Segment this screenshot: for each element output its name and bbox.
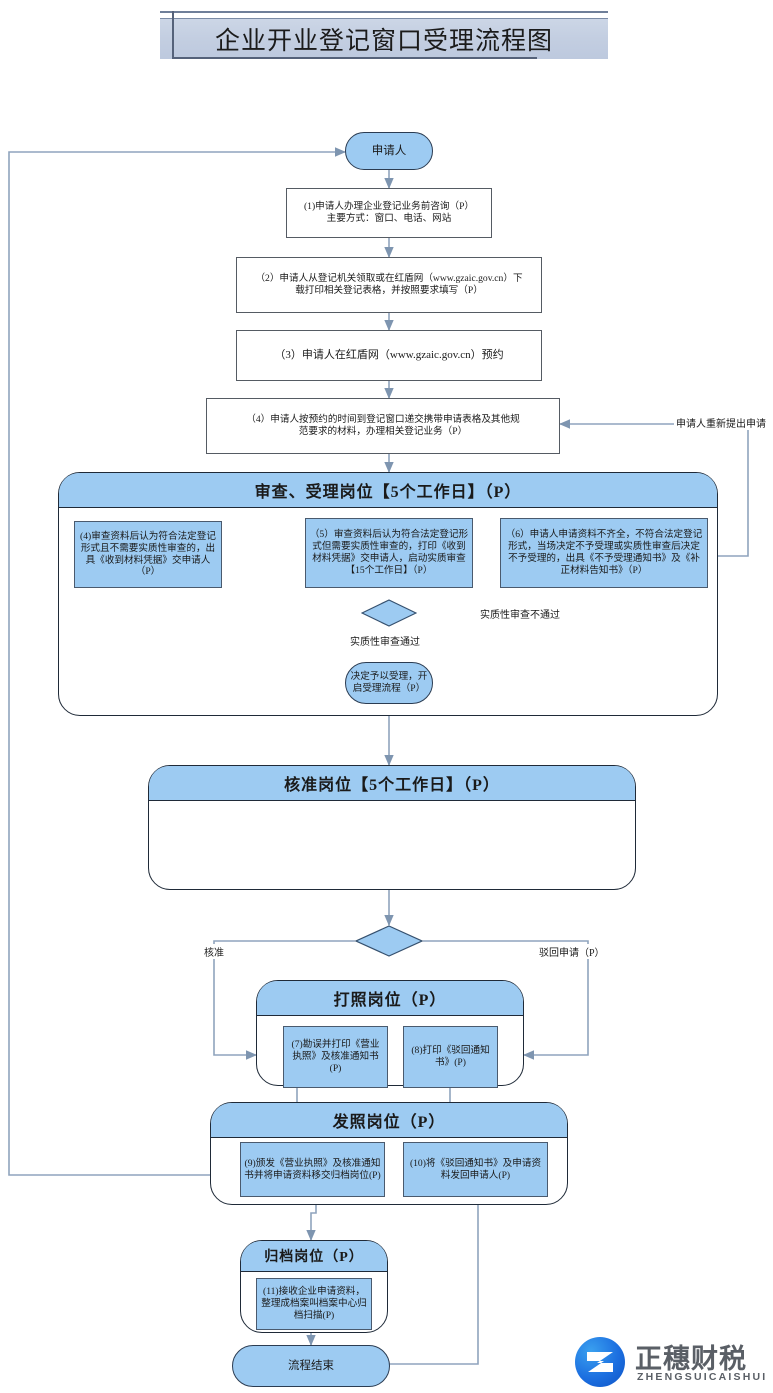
page-title-band: 企业开业登记窗口受理流程图 bbox=[160, 18, 608, 59]
edge-label-rejected: 驳回申请（P） bbox=[537, 944, 607, 959]
node-applicant[interactable]: 申请人 bbox=[345, 132, 433, 170]
title-rule-left bbox=[172, 11, 174, 58]
step-1-line-2: 主要方式：窗口、电话、网站 bbox=[326, 213, 452, 224]
decision-approval[interactable] bbox=[354, 925, 424, 957]
swimlane-approve-header: 核准岗位【5个工作日】（P） bbox=[149, 766, 635, 801]
node-accept-decision[interactable]: 决定予以受理，开启受理流程（P） bbox=[345, 662, 433, 704]
swimlane-archive-header: 归档岗位（P） bbox=[241, 1241, 387, 1272]
node-step-10[interactable]: (10)将《驳回通知书》及申请资料发回申请人(P) bbox=[403, 1142, 548, 1197]
title-rule-top bbox=[160, 11, 608, 13]
node-step-4[interactable]: （4）申请人按预约的时间到登记窗口递交携带申请表格及其他规 范要求的材料，办理相… bbox=[206, 398, 560, 454]
node-step-4b[interactable]: (4)审查资料后认为符合法定登记形式且不需要实质性审查的，出具《收到材料凭据》交… bbox=[74, 521, 222, 588]
step-4-line-2: 范要求的材料，办理相关登记业务（P） bbox=[298, 426, 468, 437]
node-step-9[interactable]: (9)颁发《营业执照》及核准通知书并将申请资料移交归档岗位(P) bbox=[240, 1142, 385, 1197]
node-step-11[interactable]: (11)接收企业申请资料，整理成档案叫档案中心归档扫描(P) bbox=[256, 1278, 372, 1330]
node-step-6[interactable]: （6）申请人申请资料不齐全，不符合法定登记形式，当场决定不予受理或实质性审查后决… bbox=[500, 518, 708, 588]
swimlane-approve: 核准岗位【5个工作日】（P） bbox=[148, 765, 636, 890]
step-1-line-1: (1)申请人办理企业登记业务前咨询（P） bbox=[303, 201, 475, 213]
page-title: 企业开业登记窗口受理流程图 bbox=[214, 28, 553, 55]
step-2-line-1: （2）申请人从登记机关领取或在红盾网（www.gzaic.gov.cn）下 bbox=[255, 273, 523, 285]
title-rule-bottom bbox=[172, 57, 537, 59]
edge-label-resubmit: 申请人重新提出申请 bbox=[674, 415, 768, 430]
edge-label-approved: 核准 bbox=[202, 944, 226, 959]
decision-substantive-review[interactable] bbox=[360, 599, 418, 627]
node-step-7[interactable]: (7)勘误并打印《营业执照》及核准通知书(P) bbox=[283, 1026, 388, 1088]
edge-label-review-pass: 实质性审查通过 bbox=[348, 633, 422, 648]
step-2-line-2: 载打印相关登记表格，并按照要求填写（P） bbox=[295, 285, 483, 296]
brand-logo: 正穗财税 ZHENGSUICAISHUI bbox=[575, 1335, 765, 1389]
node-step-1[interactable]: (1)申请人办理企业登记业务前咨询（P） 主要方式：窗口、电话、网站 bbox=[286, 188, 492, 238]
logo-pinyin: ZHENGSUICAISHUI bbox=[637, 1371, 768, 1383]
node-step-5[interactable]: （5）审查资料后认为符合法定登记形式但需要实质性审查的，打印《收到材料凭据》交申… bbox=[305, 518, 473, 588]
logo-mark-icon bbox=[575, 1337, 625, 1387]
swimlane-print-header: 打照岗位（P） bbox=[257, 981, 523, 1016]
node-step-2[interactable]: （2）申请人从登记机关领取或在红盾网（www.gzaic.gov.cn）下 载打… bbox=[236, 257, 542, 313]
swimlane-review-header: 审查、受理岗位【5个工作日】（P） bbox=[59, 473, 717, 508]
swimlane-issue-header: 发照岗位（P） bbox=[211, 1103, 567, 1138]
node-step-8[interactable]: (8)打印《驳回通知书》(P) bbox=[403, 1026, 498, 1088]
node-end[interactable]: 流程结束 bbox=[232, 1345, 390, 1387]
logo-wordmark: 正穗财税 bbox=[635, 1344, 747, 1374]
node-step-3[interactable]: （3）申请人在红盾网（www.gzaic.gov.cn）预约 bbox=[236, 330, 542, 381]
step-4-line-1: （4）申请人按预约的时间到登记窗口递交携带申请表格及其他规 bbox=[246, 414, 520, 426]
edge-label-review-fail: 实质性审查不通过 bbox=[478, 606, 562, 621]
